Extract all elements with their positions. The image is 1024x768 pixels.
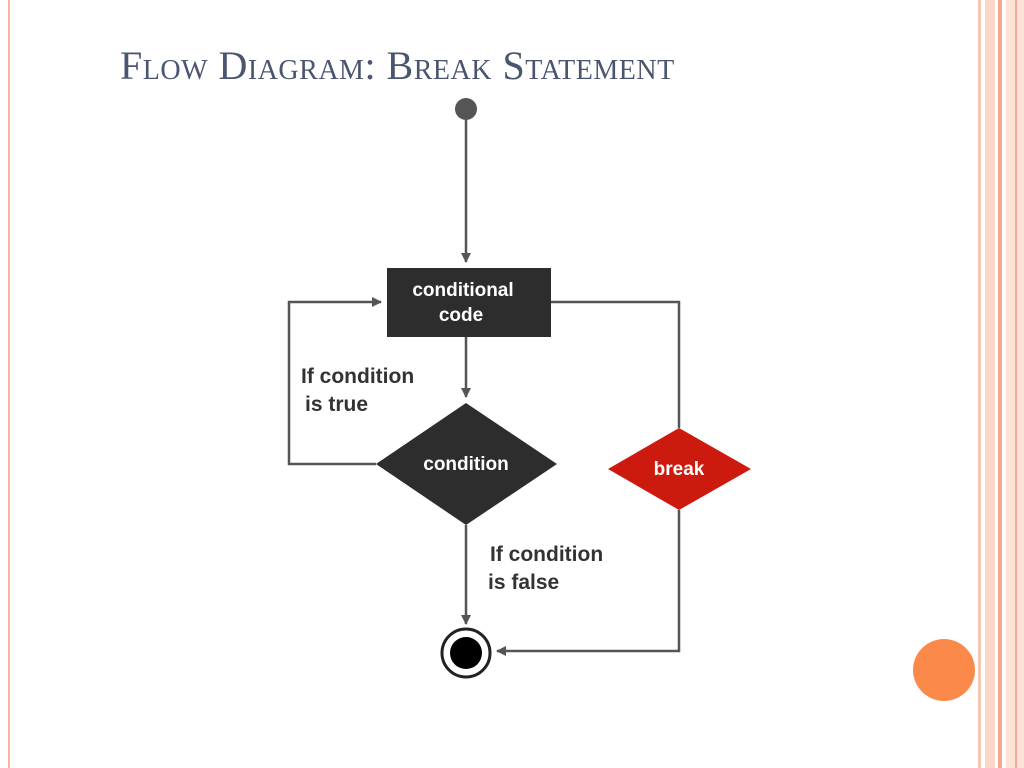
arrow-loop-true — [287, 297, 382, 466]
conditional-code-label-line2: code — [439, 305, 483, 326]
conditional-code-box — [387, 268, 551, 337]
line-code-to-break — [551, 300, 681, 428]
right-border-stripe — [998, 0, 1002, 768]
conditional-code-label-line1: conditional — [412, 280, 513, 301]
true-label-line2: is true — [305, 393, 368, 416]
end-node — [440, 627, 492, 679]
right-border-stripe — [978, 0, 981, 768]
orange-circle-decoration — [913, 639, 975, 701]
arrow-break-to-end — [496, 510, 681, 656]
break-diamond — [608, 428, 751, 510]
true-label-line1: If condition — [301, 365, 414, 388]
start-node — [455, 98, 477, 120]
right-border-stripe — [1015, 0, 1017, 768]
false-label-line1: If condition — [490, 543, 603, 566]
false-label-line2: is false — [488, 571, 559, 594]
slide-title: Flow Diagram: Break Statement — [120, 43, 675, 88]
break-label: break — [654, 459, 705, 480]
condition-label: condition — [423, 454, 508, 475]
condition-diamond — [376, 403, 557, 525]
left-border-line — [8, 0, 10, 768]
right-border-stripe — [985, 0, 995, 768]
